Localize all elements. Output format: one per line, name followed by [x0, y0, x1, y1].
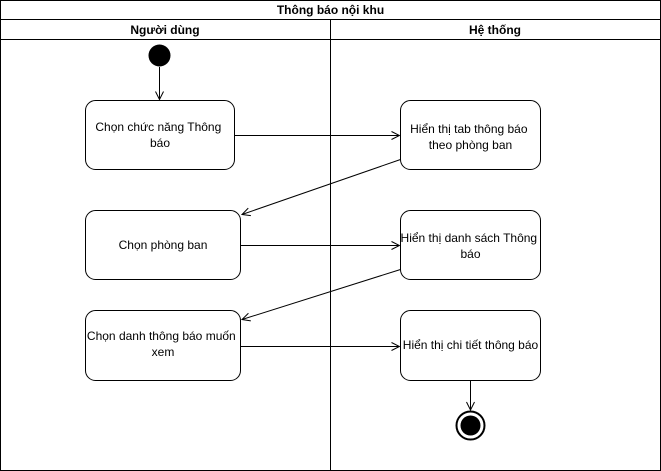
action-choose-notification-line-2: báo	[150, 136, 170, 150]
lane-header-user: Người dùng	[130, 23, 199, 37]
action-choose-notice: Chọn danh thông báo muốn xem	[85, 310, 241, 381]
action-show-tab: Hiển thị tab thông báo theo phòng ban	[400, 100, 541, 170]
action-show-list: Hiển thị danh sách Thông báo	[400, 210, 541, 280]
diagram-title: Thông báo nội khu	[277, 3, 384, 17]
lane-header-system: Hệ thống	[469, 23, 521, 37]
svg-text:Hiển thị chi tiết thông báo: Hiển thị chi tiết thông báo	[403, 338, 539, 352]
arrow-show-list-to-choose-notice	[242, 269, 401, 320]
svg-text:Hiển thị danh sách Thông: Hiển thị danh sách Thông báo	[401, 231, 541, 261]
action-choose-notification: Chọn chức năng Thông báo	[85, 100, 235, 170]
svg-text:Hiển thị tab thông báo t: Hiển thị tab thông báo theo phòng ban	[410, 122, 531, 152]
arrow-show-tab-to-choose-department	[242, 159, 401, 215]
action-choose-notice-line-1: Chọn danh thông báo muốn	[87, 329, 236, 343]
action-show-list-line-2: báo	[460, 247, 480, 261]
final-node-inner	[460, 415, 481, 436]
action-show-tab-line-2: theo phòng ban	[429, 138, 512, 152]
action-choose-notification-line-1: Chọn chức năng Thông	[95, 120, 221, 134]
action-show-detail: Hiển thị chi tiết thông báo	[400, 310, 541, 381]
svg-text:Chọn phòng ban: Chọn phòng ban	[119, 238, 208, 252]
action-show-detail-line-1: Hiển thị chi tiết thông báo	[403, 338, 539, 352]
initial-node	[148, 44, 171, 67]
action-choose-department-line-1: Chọn phòng ban	[119, 238, 208, 252]
svg-text:Chọn danh thông báo muốn: Chọn danh thông báo muốn xem	[87, 329, 239, 359]
action-show-tab-line-1: Hiển thị tab thông báo	[410, 122, 528, 136]
action-choose-notice-line-2: xem	[152, 345, 175, 359]
svg-text:Chọn chức năng Thông báo: Chọn chức năng Thông báo	[95, 120, 224, 150]
action-choose-department: Chọn phòng ban	[85, 210, 241, 280]
action-show-list-line-1: Hiển thị danh sách Thông	[401, 231, 538, 245]
